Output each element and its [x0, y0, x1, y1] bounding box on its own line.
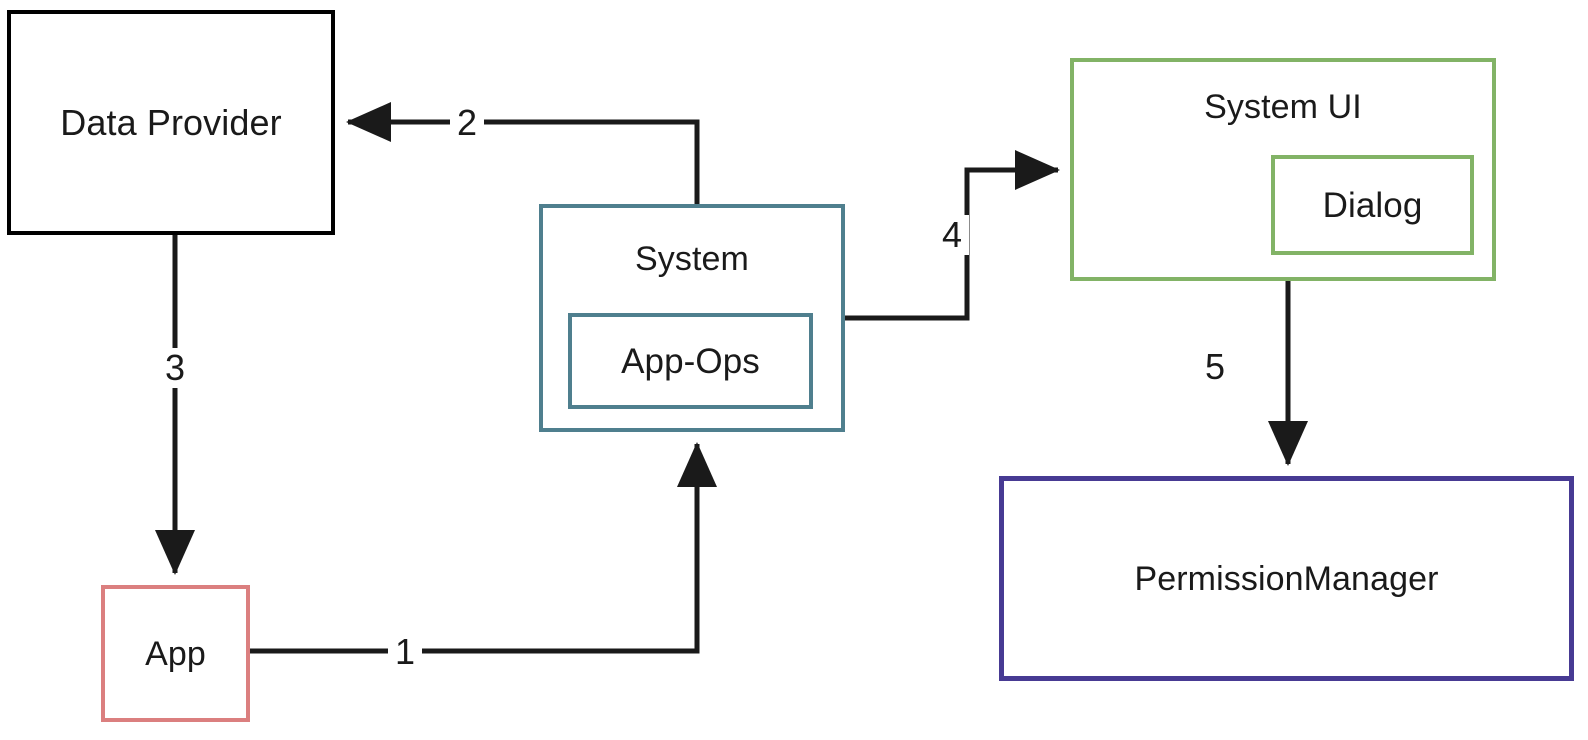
- node-app-ops[interactable]: App-Ops: [568, 313, 813, 409]
- node-app[interactable]: App: [101, 585, 250, 722]
- node-app-ops-label: App-Ops: [621, 341, 760, 381]
- node-data-provider[interactable]: Data Provider: [7, 10, 335, 235]
- node-system-label: System: [635, 240, 749, 278]
- edge-label-1: 1: [388, 632, 423, 672]
- edge-1-path: [250, 442, 717, 654]
- edge-2-path: [346, 102, 700, 204]
- node-permission-manager[interactable]: PermissionManager: [999, 476, 1574, 681]
- edge-label-5: 5: [1198, 347, 1233, 387]
- node-app-label: App: [145, 634, 206, 673]
- node-permission-manager-label: PermissionManager: [1134, 559, 1439, 598]
- node-dialog-label: Dialog: [1322, 185, 1423, 225]
- edge-label-4: 4: [935, 215, 970, 255]
- edge-label-3: 3: [158, 348, 193, 388]
- node-dialog[interactable]: Dialog: [1271, 155, 1474, 255]
- node-data-provider-label: Data Provider: [60, 101, 282, 143]
- edge-label-2: 2: [450, 103, 485, 143]
- node-system-ui-label: System UI: [1204, 88, 1362, 126]
